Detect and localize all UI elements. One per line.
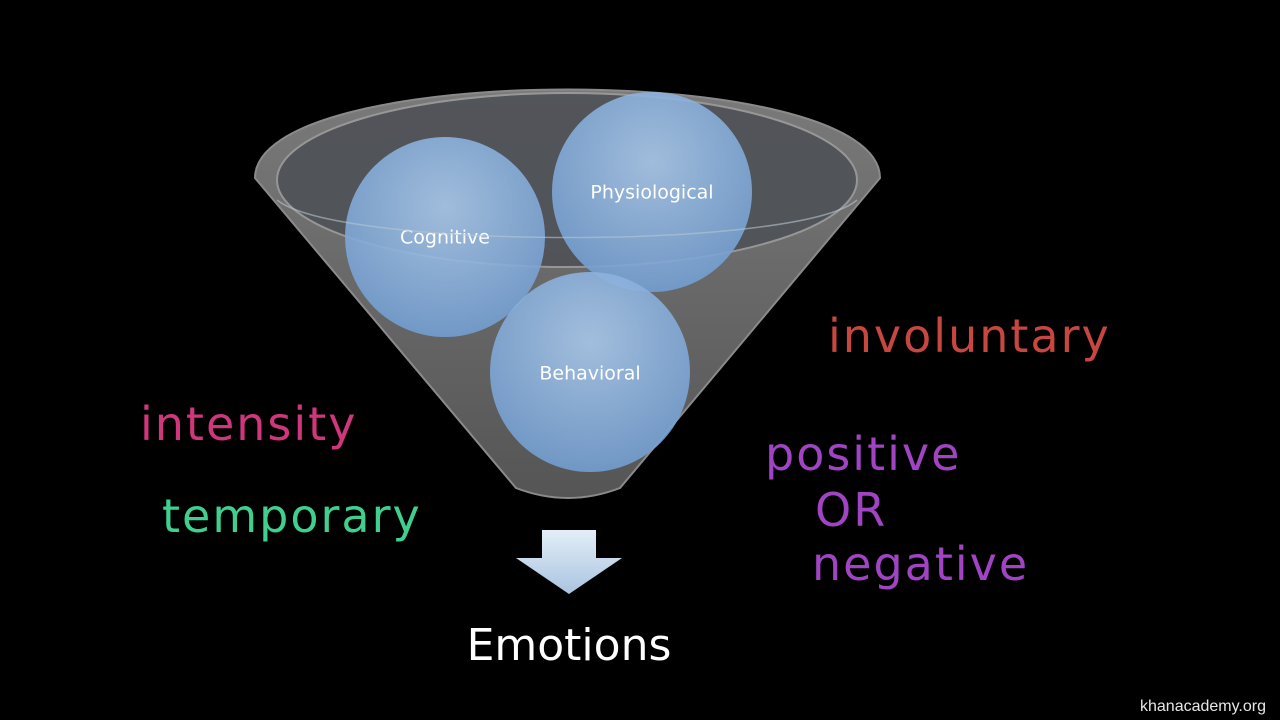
circle-cognitive-label: Cognitive bbox=[400, 227, 490, 249]
annotation-or: OR bbox=[815, 483, 887, 537]
output-label: Emotions bbox=[467, 620, 672, 671]
annotation-negative: negative bbox=[812, 537, 1029, 591]
circle-physiological: Physiological bbox=[552, 92, 752, 292]
watermark: khanacademy.org bbox=[1140, 698, 1266, 715]
annotation-temporary: temporary bbox=[162, 489, 422, 543]
funnel-rim-overlay bbox=[276, 199, 858, 239]
circle-behavioral-label: Behavioral bbox=[539, 363, 640, 385]
annotation-involuntary: involuntary bbox=[828, 309, 1111, 363]
down-arrow-icon bbox=[516, 530, 622, 594]
circle-behavioral: Behavioral bbox=[490, 272, 690, 472]
annotation-intensity: intensity bbox=[140, 397, 357, 451]
annotation-positive: positive bbox=[765, 427, 961, 481]
circle-physiological-label: Physiological bbox=[590, 182, 713, 204]
